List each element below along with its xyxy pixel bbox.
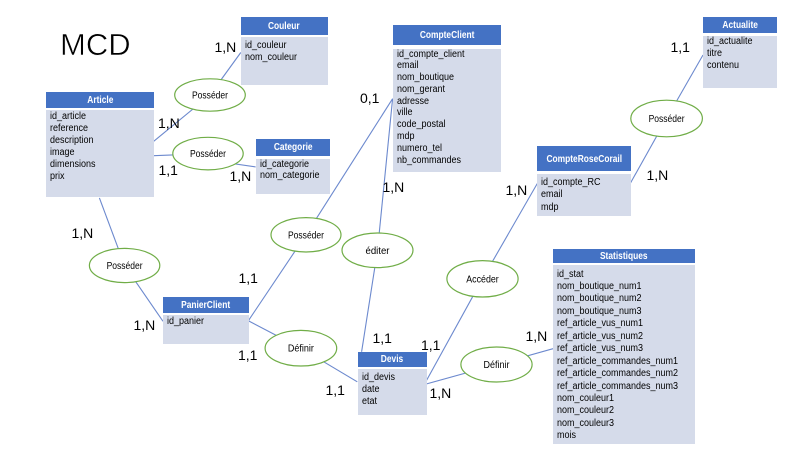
svg-text:Posséder: Posséder — [192, 91, 229, 102]
svg-text:Définir: Définir — [484, 360, 511, 371]
svg-text:Accéder: Accéder — [466, 274, 499, 285]
svg-text:Définir: Définir — [288, 344, 315, 355]
svg-text:Posséder: Posséder — [190, 149, 227, 160]
svg-text:éditer: éditer — [366, 246, 391, 257]
svg-text:Posséder: Posséder — [649, 114, 686, 125]
svg-text:Posséder: Posséder — [288, 230, 325, 241]
svg-text:Posséder: Posséder — [107, 261, 144, 272]
